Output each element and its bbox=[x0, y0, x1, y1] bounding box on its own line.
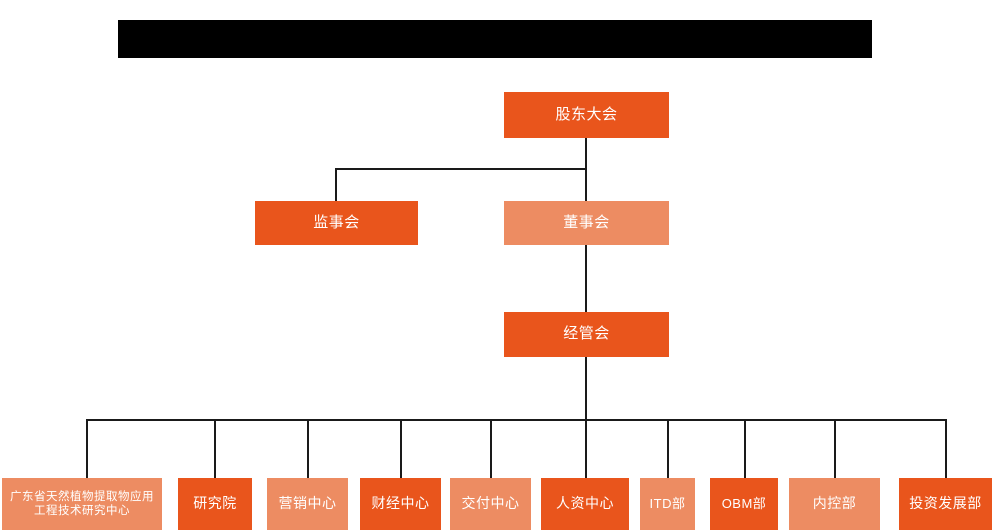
node-management-committee[interactable]: 经管会 bbox=[504, 312, 669, 357]
node-obm-dept[interactable]: OBM部 bbox=[710, 478, 778, 530]
node-label: 财经中心 bbox=[371, 495, 430, 512]
node-label: 内控部 bbox=[812, 495, 857, 512]
node-board-of-supervisors[interactable]: 监事会 bbox=[255, 201, 418, 245]
node-label: 监事会 bbox=[313, 213, 360, 231]
connector-shareholders-stem bbox=[585, 138, 587, 169]
node-label: 交付中心 bbox=[461, 495, 520, 512]
connector-level4-bus bbox=[86, 419, 945, 421]
connector-drop-investment-development-dept bbox=[945, 419, 947, 478]
connector-drop-gd-research-center bbox=[86, 419, 88, 478]
node-label: 董事会 bbox=[563, 213, 610, 231]
node-marketing-center[interactable]: 营销中心 bbox=[267, 478, 348, 530]
connector-management-stem bbox=[585, 357, 587, 420]
connector-drop-research-institute bbox=[214, 419, 216, 478]
connector-drop-delivery-center bbox=[490, 419, 492, 478]
connector-directors-drop bbox=[585, 168, 587, 201]
connector-level2-bus bbox=[335, 168, 586, 170]
connector-drop-finance-center bbox=[400, 419, 402, 478]
connector-drop-hr-center bbox=[585, 419, 587, 478]
node-label: 股东大会 bbox=[555, 105, 618, 123]
connector-directors-to-management bbox=[585, 245, 587, 312]
redacted-title-bar bbox=[118, 20, 872, 58]
connector-drop-itd-dept bbox=[667, 419, 669, 478]
node-label: 人资中心 bbox=[556, 495, 614, 512]
node-finance-center[interactable]: 财经中心 bbox=[360, 478, 441, 530]
connector-supervisors-drop bbox=[335, 168, 337, 201]
node-label: 广东省天然植物提取物应用工程技术研究中心 bbox=[10, 490, 154, 517]
node-label: OBM部 bbox=[721, 495, 767, 511]
connector-drop-obm-dept bbox=[744, 419, 746, 478]
node-internal-control-dept[interactable]: 内控部 bbox=[789, 478, 880, 530]
node-investment-development-dept[interactable]: 投资发展部 bbox=[899, 478, 992, 530]
node-shareholders-meeting[interactable]: 股东大会 bbox=[504, 92, 669, 138]
node-research-institute[interactable]: 研究院 bbox=[178, 478, 252, 530]
node-itd-dept[interactable]: ITD部 bbox=[640, 478, 695, 530]
node-label: 投资发展部 bbox=[909, 495, 982, 512]
node-delivery-center[interactable]: 交付中心 bbox=[450, 478, 531, 530]
node-hr-center[interactable]: 人资中心 bbox=[541, 478, 629, 530]
node-label: ITD部 bbox=[649, 495, 686, 511]
node-label: 营销中心 bbox=[278, 495, 337, 512]
node-board-of-directors[interactable]: 董事会 bbox=[504, 201, 669, 245]
node-gd-research-center[interactable]: 广东省天然植物提取物应用工程技术研究中心 bbox=[2, 478, 162, 530]
connector-drop-marketing-center bbox=[307, 419, 309, 478]
connector-drop-internal-control-dept bbox=[834, 419, 836, 478]
node-label: 经管会 bbox=[563, 325, 610, 343]
node-label: 研究院 bbox=[193, 495, 237, 512]
